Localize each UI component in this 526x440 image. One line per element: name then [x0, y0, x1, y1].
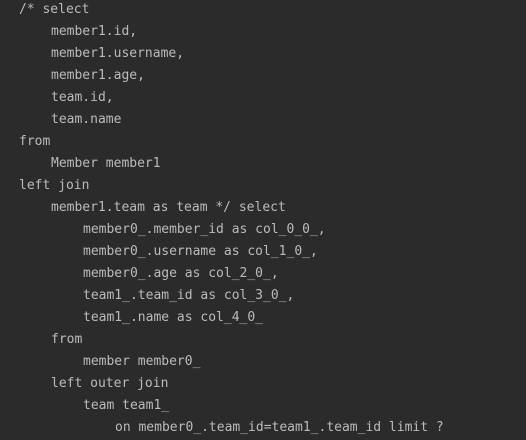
sql-line: team1_.team_id as col_3_0_, [83, 288, 295, 303]
sql-line: left outer join [51, 376, 169, 391]
sql-line: left join [19, 178, 90, 193]
sql-line: member1.team as team */ select [51, 200, 286, 215]
sql-line: on member0_.team_id=team1_.team_id limit… [115, 420, 444, 435]
sql-line: team.name [51, 112, 122, 127]
sql-line: from [51, 332, 83, 347]
sql-line: /* select [19, 2, 90, 17]
sql-line: team1_.name as col_4_0_ [83, 310, 264, 325]
sql-line: member1.age, [51, 68, 145, 83]
sql-line: member1.username, [51, 46, 185, 61]
sql-line: from [19, 134, 51, 149]
sql-line: member member0_ [83, 354, 201, 369]
sql-line: member0_.username as col_1_0_, [83, 244, 318, 259]
sql-line: member1.id, [51, 24, 138, 39]
sql-line: team team1_ [83, 398, 170, 413]
sql-line: member0_.member_id as col_0_0_, [83, 222, 326, 237]
sql-line: team.id, [51, 90, 114, 105]
sql-line: Member member1 [51, 156, 161, 171]
sql-line: member0_.age as col_2_0_, [83, 266, 279, 281]
